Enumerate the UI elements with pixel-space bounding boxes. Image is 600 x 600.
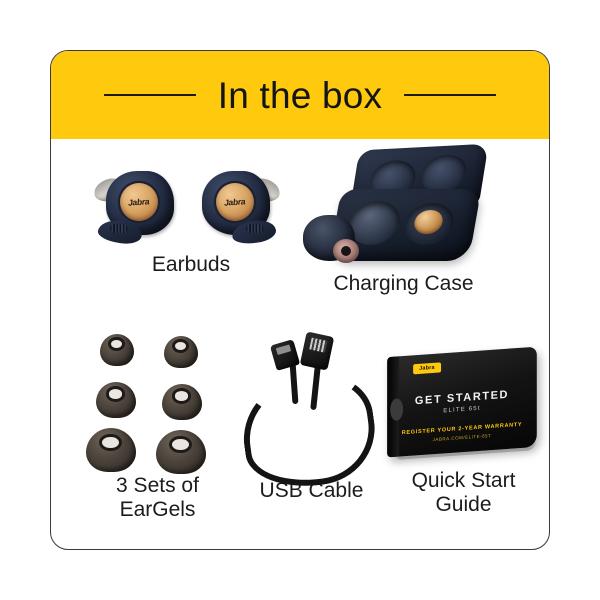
loose-earbud-eargel [333,239,359,263]
eargel-small [99,334,134,366]
header-banner-inner: In the box [103,74,497,116]
item-caption-earbuds: Earbuds [151,253,231,276]
earbud-logo-face: Jabra [216,183,254,221]
eargel-medium [161,384,202,420]
charging-case-illustration [301,143,506,272]
item-charging-case: Charging Case [296,143,511,296]
item-quick-start-guide: Jabra GET STARTED ELITE 65t REGISTER YOU… [376,334,549,516]
earbud-mic-mesh [110,224,128,233]
item-caption-charging-case: Charging Case [333,272,474,295]
quick-start-guide-illustration: Jabra GET STARTED ELITE 65t REGISTER YOU… [381,334,546,469]
item-caption-eargels: 3 Sets of EarGels [116,474,199,521]
eargel-large [85,428,136,472]
lid-recess [418,153,469,194]
earbud-mic-mesh [246,224,264,233]
item-eargels: 3 Sets of EarGels [65,334,250,521]
title-rule-right [404,94,497,96]
cable-loop [235,369,382,495]
jabra-badge: Jabra [413,362,441,375]
item-caption-quick-start-guide: Quick Start Guide [411,469,516,516]
contents-grid: Jabra Jabra Earbuds [51,139,549,549]
jabra-wordmark: Jabra [128,196,150,208]
usb-cable [235,331,387,495]
eargels-set [78,334,238,474]
earbuds-pair: Jabra Jabra [92,161,286,253]
item-caption-usb-cable: USB Cable [259,479,364,502]
eargels-illustration [78,334,238,474]
title-rule-left [103,94,196,96]
page-title: In the box [217,74,383,116]
earbud-right: Jabra [192,167,282,246]
guide-booklet: Jabra GET STARTED ELITE 65t REGISTER YOU… [381,334,546,469]
booklet-cover: Jabra GET STARTED ELITE 65t REGISTER YOU… [387,346,537,458]
eargel-small [163,336,198,368]
case-cradle-with-earbud [401,203,457,245]
charging-case [301,143,506,272]
eargel-medium [95,382,136,418]
item-usb-cable: USB Cable [229,331,394,503]
item-earbuds: Jabra Jabra Earbuds [91,161,291,277]
usb-cable-illustration [235,331,387,495]
earbud-logo-face: Jabra [120,183,158,221]
earbuds-illustration: Jabra Jabra [92,161,286,253]
loose-earbud [303,215,361,267]
earbud-left: Jabra [92,167,182,246]
in-the-box-card: In the box Jabra [50,50,550,550]
jabra-wordmark: Jabra [224,196,246,208]
usb-a-connector-icon [299,331,334,371]
header-banner: In the box [51,51,549,139]
eargel-large [155,430,206,474]
